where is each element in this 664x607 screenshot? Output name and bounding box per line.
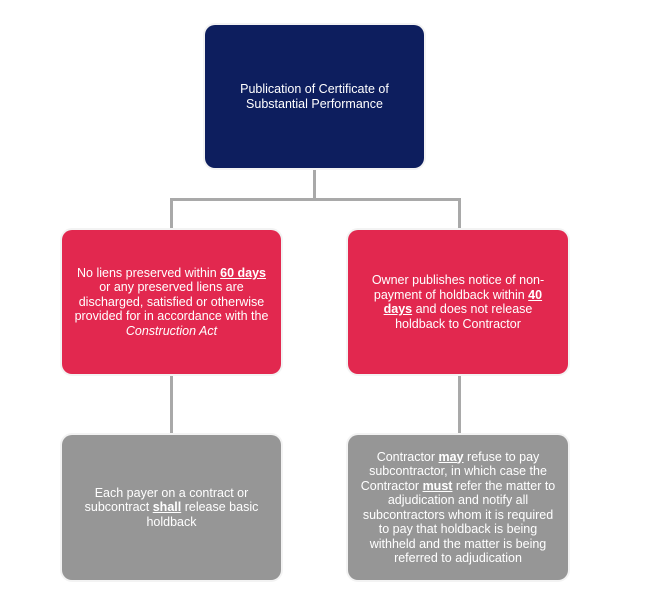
connector-horizontal xyxy=(170,198,461,201)
connector-top-vertical xyxy=(313,168,316,201)
text-segment: refer the matter to adjudication and not… xyxy=(362,478,556,566)
connector-right-lower xyxy=(458,374,461,436)
emphasis-60-days: 60 days xyxy=(220,265,266,280)
text-segment: Owner publishes notice of non-payment of… xyxy=(371,273,545,302)
node-text: Contractor may refuse to pay subcontract… xyxy=(356,450,560,566)
emphasis-must: must xyxy=(422,478,453,493)
emphasis-40-days: 40 days xyxy=(383,287,543,317)
text-segment: No liens preserved within xyxy=(77,265,221,280)
node-notice-nonpayment-condition: Owner publishes notice of non-payment of… xyxy=(348,230,568,374)
text-segment: release basic holdback xyxy=(146,500,259,529)
node-text: Publication of Certificate of Substantia… xyxy=(240,82,389,111)
connector-left-down xyxy=(170,198,173,231)
text-segment: and does not release holdback to Contrac… xyxy=(395,302,533,331)
connector-left-lower xyxy=(170,374,173,436)
node-refuse-to-pay-outcome: Contractor may refuse to pay subcontract… xyxy=(348,435,568,580)
node-release-holdback-outcome: Each payer on a contract or subcontract … xyxy=(62,435,281,580)
text-segment: Each payer on a contract or subcontract xyxy=(84,485,249,515)
node-text: Owner publishes notice of non-payment of… xyxy=(362,273,554,331)
node-text: Each payer on a contract or subcontract … xyxy=(72,486,271,530)
node-no-liens-condition: No liens preserved within 60 days or any… xyxy=(62,230,281,374)
text-segment: Contractor xyxy=(376,449,439,464)
construction-act-reference: Construction Act xyxy=(125,323,218,338)
connector-right-down xyxy=(458,198,461,231)
text-segment: refuse to pay subcontractor, in which ca… xyxy=(360,449,547,493)
text-segment: or any preserved liens are discharged, s… xyxy=(74,280,269,324)
node-certificate-publication: Publication of Certificate of Substantia… xyxy=(205,25,424,168)
node-text: No liens preserved within 60 days or any… xyxy=(74,266,269,339)
emphasis-may: may xyxy=(438,449,464,464)
emphasis-shall: shall xyxy=(152,500,182,515)
